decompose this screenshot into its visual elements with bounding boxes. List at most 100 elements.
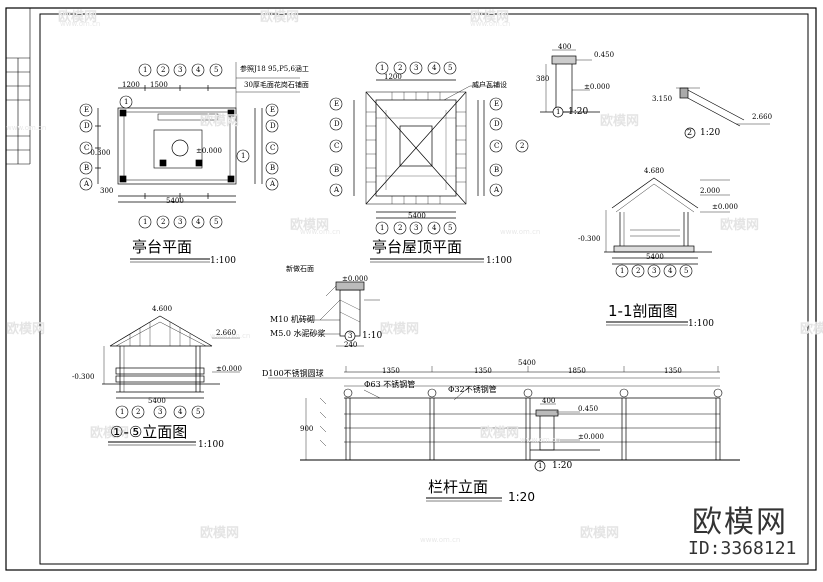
axis-label: 4 <box>432 64 437 72</box>
watermark-text: 欧模网 <box>6 322 46 337</box>
detail-2-dim-top: 3.150 <box>652 95 673 103</box>
plan-spec-note: 参照J18 95,P5,6涵工 <box>240 65 309 73</box>
axis-label: 3 <box>414 224 419 232</box>
section-dim-low: -0.300 <box>578 235 601 243</box>
roof-note: 威户瓦铺设 <box>472 81 507 89</box>
elevation-dim-total: 5400 <box>148 397 166 405</box>
railing-dim-1850: 1850 <box>568 367 586 375</box>
detail-number: 1 <box>124 98 129 106</box>
axis-label: 1 <box>620 267 625 275</box>
axis-label: E <box>84 106 90 114</box>
plan-axis-bubbles <box>79 63 279 229</box>
railing-pipe63-note: Φ63 不锈钢管 <box>364 380 416 389</box>
roof-plan <box>353 79 500 219</box>
axis-label: 4 <box>178 408 183 416</box>
watermark-text: 欧模网 <box>200 526 240 541</box>
axis-label: D <box>84 122 90 130</box>
detail-3-scale: 1:10 <box>362 331 383 341</box>
detail-2-number: 2 <box>687 128 693 137</box>
axis-label: E <box>270 106 276 114</box>
detail-2-dim-low: 2.660 <box>752 113 773 121</box>
watermark-text: 欧模网 <box>380 322 420 337</box>
axis-label: 3 <box>178 66 183 74</box>
detail-number: 2 <box>520 142 525 150</box>
axis-label: 1 <box>143 218 148 226</box>
axis-label: D <box>334 120 340 128</box>
axis-label: 3 <box>178 218 183 226</box>
axis-label: 5 <box>214 66 219 74</box>
watermark-site: www.om.cn <box>6 124 47 132</box>
pavilion-plan <box>95 62 300 203</box>
watermark-text: 欧模网 <box>200 114 240 129</box>
elevation-axis-bubbles <box>115 405 205 419</box>
section-axis-bubbles <box>615 264 693 278</box>
left-title-strip <box>6 8 31 165</box>
detail-3-dim-240: 240 <box>344 341 358 349</box>
railing-title: 栏杆立面 <box>428 478 489 496</box>
watermark-text: 欧模网 <box>600 114 640 129</box>
axis-label: 5 <box>448 224 453 232</box>
railing-post-balls <box>343 388 723 398</box>
watermark-text: 欧模网 <box>480 426 520 441</box>
detail-2 <box>676 87 770 139</box>
railing-dim-1350-b: 1350 <box>474 367 492 375</box>
detail-1-scale: 1:20 <box>568 107 589 117</box>
section-dim-ridge: 4.680 <box>644 167 665 175</box>
elevation-title: ①-⑤立面图 <box>110 423 188 441</box>
detail-number: 1 <box>556 108 561 116</box>
watermark-text: 欧模网 <box>800 322 823 337</box>
detail-1-dim-400: 400 <box>558 43 572 51</box>
detail-2-scale: 1:20 <box>700 128 721 138</box>
axis-label: B <box>334 166 340 174</box>
axis-label: 5 <box>196 408 201 416</box>
watermark-site: www.om.cn <box>500 228 541 236</box>
inner-frame <box>39 13 809 565</box>
watermark-site: www.om.cn <box>520 436 561 444</box>
axis-label: 1 <box>143 66 148 74</box>
title-underlines <box>108 258 688 502</box>
railing-dim-1350-c: 1350 <box>664 367 682 375</box>
detail-number: 3 <box>348 332 353 340</box>
elevation-1-5 <box>102 315 240 399</box>
watermark-text: 欧模网 <box>90 426 130 441</box>
roof-plan-scale: 1:100 <box>486 256 512 266</box>
axis-label: 3 <box>158 408 163 416</box>
detail-4-dim-400: 400 <box>542 397 556 405</box>
railing-pipe32-note: Φ32不锈钢管 <box>448 385 497 394</box>
axis-label: C <box>270 144 276 152</box>
roof-dim-1200: 1200 <box>384 73 402 81</box>
axis-label: D <box>270 122 276 130</box>
detail-4 <box>530 403 600 472</box>
detail-top-note: 新做石面 <box>286 265 314 273</box>
plan-dim-1500: 1500 <box>150 81 168 89</box>
axis-label: 4 <box>432 224 437 232</box>
axis-label: 2 <box>398 64 403 72</box>
elevation-dim-level: ±0.000 <box>216 365 242 373</box>
watermark-site: www.om.cn <box>420 536 461 544</box>
axis-label: C <box>334 142 340 150</box>
watermark-site: www.om.cn <box>210 332 251 340</box>
axis-label: 2 <box>161 66 166 74</box>
axis-label: E <box>494 100 500 108</box>
axis-label: 2 <box>398 224 403 232</box>
section-dim-eave: 2.000 <box>700 187 721 195</box>
elevation-rafters <box>129 322 191 346</box>
detail-3 <box>300 281 380 347</box>
detail-1-dim-level: ±0.000 <box>584 83 610 91</box>
plan-floor-note: 30厚毛面花岗石铺面 <box>244 81 309 89</box>
elevation-scale: 1:100 <box>198 440 224 450</box>
detail-4-dim-top: 0.450 <box>578 405 599 413</box>
section-title: 1-1剖面图 <box>608 302 678 320</box>
section-scale: 1:100 <box>688 319 714 329</box>
section-dim-level: ±0.000 <box>712 203 738 211</box>
plan-dim-level: ±0.000 <box>196 147 222 155</box>
axis-label: 3 <box>414 64 419 72</box>
axis-label: A <box>270 180 276 188</box>
plan-title: 亭台平面 <box>132 238 193 256</box>
watermark-text: 欧模网 <box>720 218 760 233</box>
watermark-text: 欧模网 <box>260 10 300 25</box>
outer-frame <box>5 7 817 571</box>
plan-dim-low: -0.300 <box>88 149 111 157</box>
railing-ball-note: D100不锈钢圆球 <box>262 369 324 378</box>
